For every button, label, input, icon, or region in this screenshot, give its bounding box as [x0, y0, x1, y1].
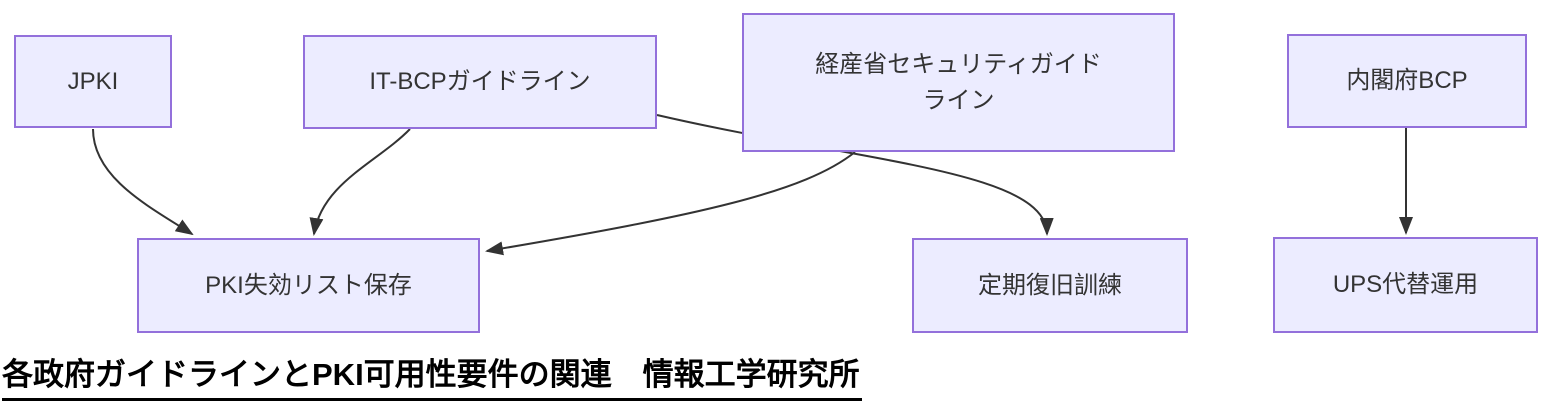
edge-jpki-to-pki-storage	[92, 128, 194, 236]
node-ups-alternative-operation: UPS代替運用	[1273, 237, 1538, 333]
edge-meti-to-pki-storage	[485, 151, 856, 256]
node-periodic-recovery-drill: 定期復旧訓練	[912, 238, 1188, 333]
node-jpki: JPKI	[14, 35, 172, 128]
node-pki-revocation-list-storage: PKI失効リスト保存	[137, 238, 480, 333]
node-meti-security-guideline: 経産省セキュリティガイド ライン	[742, 13, 1175, 152]
node-cabinet-office-bcp: 内閣府BCP	[1287, 34, 1527, 128]
diagram-caption: 各政府ガイドラインとPKI可用性要件の関連 情報工学研究所	[2, 356, 862, 401]
edge-itbcp-to-pki-storage	[309, 128, 411, 236]
node-it-bcp-guideline: IT-BCPガイドライン	[303, 35, 657, 129]
